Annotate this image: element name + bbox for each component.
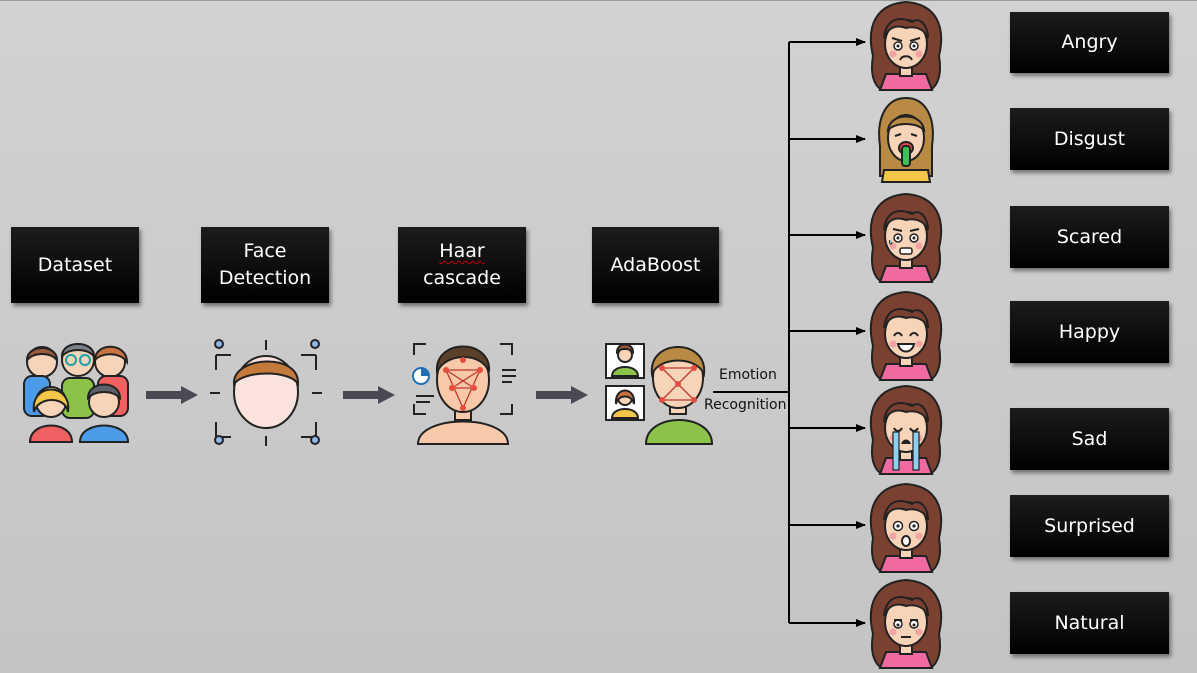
haar-cascade-box: Haar cascade: [398, 227, 526, 303]
emotion-label: Scared: [1056, 225, 1123, 248]
emotion-label: Natural: [1054, 611, 1125, 634]
group-of-people-icon: [23, 343, 130, 443]
emotion-branch-connector: [713, 38, 866, 627]
haar-cascade-label-line2: cascade: [423, 267, 501, 289]
face-detection-frame-icon: [210, 339, 322, 446]
emotion-recognition-label-line1: Emotion: [719, 367, 777, 383]
emotion-box-sad: Sad: [1010, 408, 1169, 470]
dataset-label: Dataset: [37, 253, 113, 276]
emotion-label: Angry: [1061, 31, 1118, 53]
surprised-face-icon: [869, 483, 943, 573]
face-detection-label-line2: Detection: [218, 267, 312, 289]
dataset-box: Dataset: [11, 227, 139, 303]
pipeline-arrow: [146, 386, 198, 404]
pipeline-arrow: [343, 386, 395, 404]
face-landmark-mesh-icon: [412, 343, 516, 445]
scared-face-icon: [869, 193, 943, 283]
emotion-box-angry: Angry: [1010, 12, 1169, 73]
happy-face-icon: [869, 291, 943, 381]
haar-cascade-label-line1: Haar: [439, 240, 485, 262]
emotion-label: Disgust: [1053, 127, 1126, 150]
emotion-box-natural: Natural: [1010, 592, 1169, 654]
face-detection-box: Face Detection: [201, 227, 329, 303]
disgusted-face-icon: [878, 96, 934, 183]
crying-face-icon: [869, 385, 943, 475]
emotion-box-scared: Scared: [1010, 206, 1169, 268]
emotion-box-surprised: Surprised: [1010, 495, 1169, 557]
emotion-label: Happy: [1058, 320, 1121, 343]
neutral-face-icon: [869, 579, 943, 669]
emotion-box-happy: Happy: [1010, 301, 1169, 363]
emotion-label: Surprised: [1044, 514, 1135, 537]
face-detection-label-line1: Face: [243, 240, 287, 262]
adaboost-box: AdaBoost: [592, 227, 719, 303]
adaboost-label: AdaBoost: [610, 253, 701, 276]
top-border-line: [0, 0, 1197, 1]
emotion-label: Sad: [1071, 427, 1108, 450]
face-recognition-profiles-icon: [605, 343, 714, 445]
emotion-recognition-label-line2: Recognition: [704, 397, 787, 413]
pipeline-arrow: [536, 386, 588, 404]
angry-face-icon: [869, 1, 943, 91]
emotion-box-disgust: Disgust: [1010, 108, 1169, 170]
